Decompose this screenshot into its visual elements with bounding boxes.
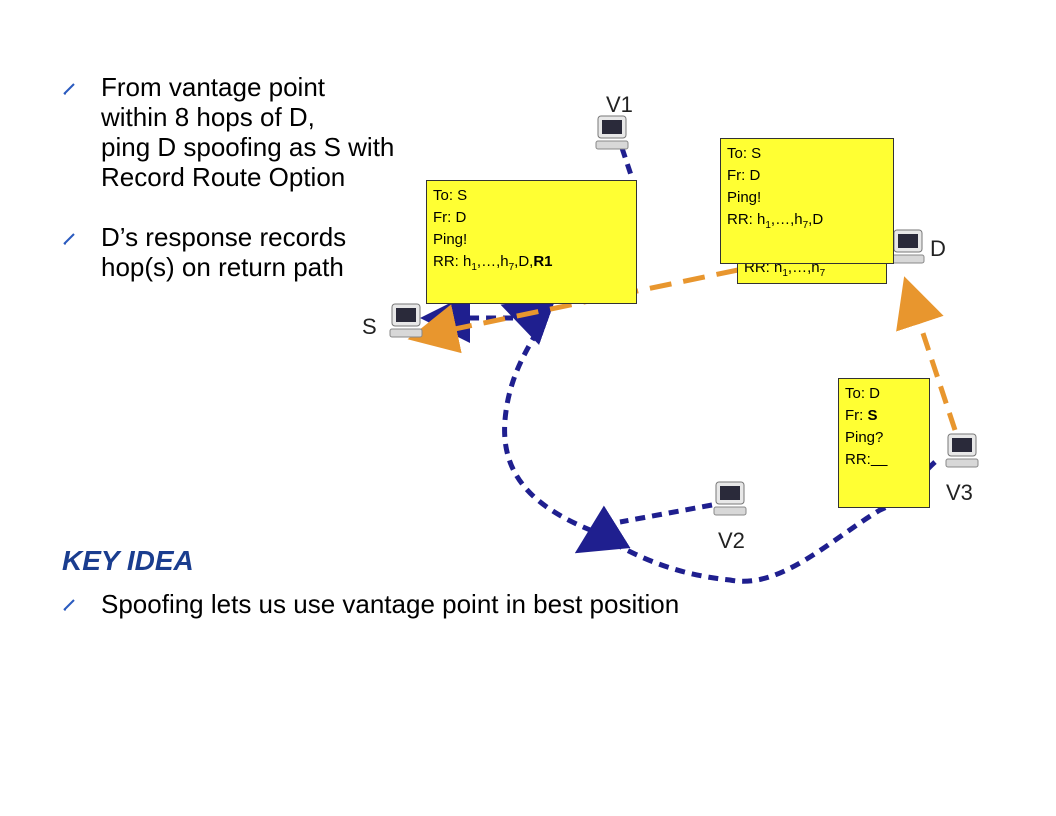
note-v3-rr: RR:__ [845,451,888,468]
node-label-v3: V3 [946,480,973,505]
note-s-rr: RR: h1,…,h7,D,R1 [433,253,553,273]
key-idea-heading: KEY IDEA [62,545,194,576]
node-label-s: S [362,314,377,339]
note-s-to: To: S [433,187,468,204]
bullet-1-line-4: Record Route Option [101,162,346,192]
computer-v2-icon [713,481,747,516]
computer-d-icon [891,229,925,264]
note-v3-ping: Ping? [845,429,884,446]
note-d-to: To: S [727,145,762,162]
bullet-1-line-2: within 8 hops of D, [101,102,315,132]
computer-v3-icon [945,433,979,468]
bullet-1-line-3: ping D spoofing as S with [101,132,395,162]
bullet-2-line-1: D’s response records [101,222,347,252]
bullet-1-line-1: From vantage point [101,72,326,102]
pencil-bullet-icon [63,83,75,95]
blue-path-v1 [619,147,635,179]
note-d-fr: Fr: D [727,167,761,184]
pencil-bullet-icon [63,599,75,611]
note-s-fr: Fr: D [433,209,467,226]
key-idea-text: Spoofing lets us use vantage point in be… [101,589,680,619]
note-d-ping: Ping! [727,189,762,206]
orange-arrow-s [407,304,462,354]
node-label-v1: V1 [606,92,633,117]
computer-s-icon [389,303,423,338]
node-label-v2: V2 [718,528,745,553]
bullet-1-text: From vantage point within 8 hops of D, p… [101,72,394,192]
note-v3-fr: Fr: S [845,407,878,424]
orange-path-v3-to-d [896,276,958,431]
bullet-2-line-2: hop(s) on return path [101,252,344,282]
bullet-2-text: D’s response records hop(s) on return pa… [101,222,346,282]
blue-arrow-v2 [574,505,631,554]
blue-path-v2 [619,502,713,525]
pencil-bullet-icon [63,233,75,245]
note-d-response: To: S Fr: D Ping! RR: h1,…,h7,D [720,138,894,264]
blue-path-v3-to-s [460,315,937,584]
note-s-ping: Ping! [433,231,468,248]
note-s-arrival: To: S Fr: D Ping! RR: h1,…,h7,D,R1 [426,180,637,304]
node-label-d: D [930,236,946,261]
note-v3-to: To: D [845,385,881,402]
computer-v1-icon [595,115,629,150]
note-v3-probe: To: D Fr: S Ping? RR:__ [838,378,930,508]
note-d-rr: RR: h1,…,h7,D [727,211,824,231]
